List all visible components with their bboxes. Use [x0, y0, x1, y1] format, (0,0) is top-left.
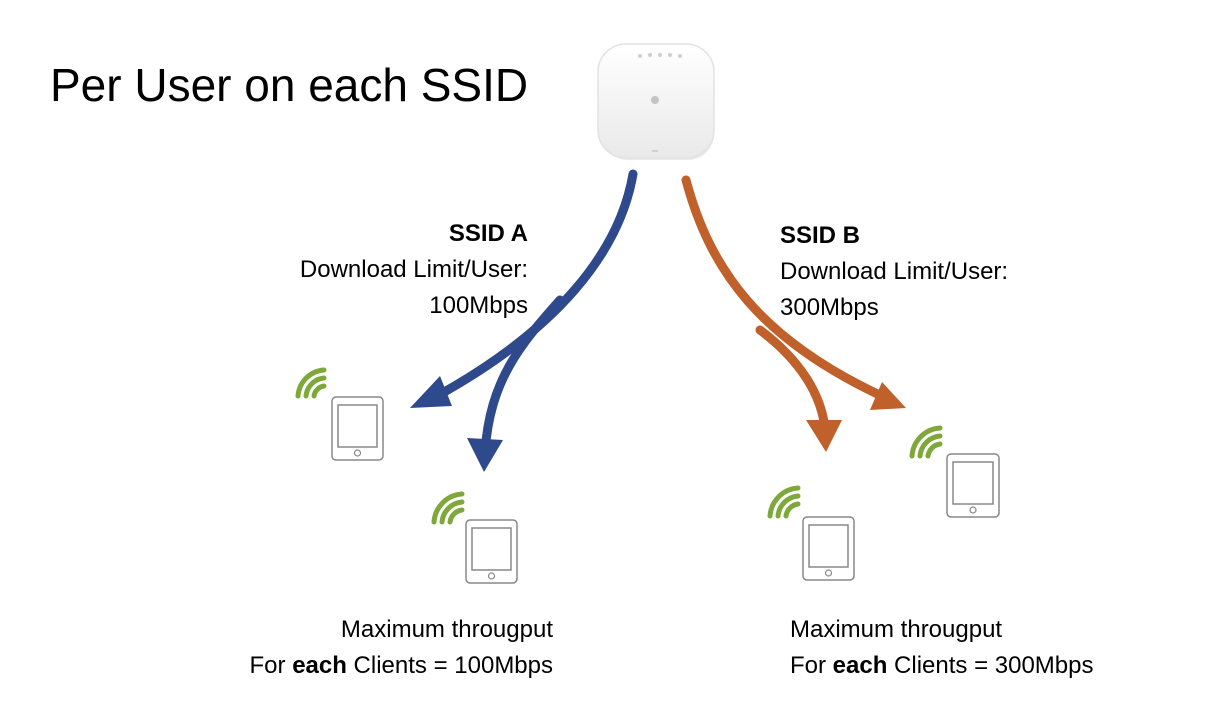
- ssid-a-caption-bold: each: [292, 652, 347, 679]
- ssid-a-arrow-down: [480, 295, 565, 457]
- wifi-signal-icon: [767, 485, 801, 519]
- ssid-b-arrows: [681, 175, 891, 435]
- ssid-a-caption-line2: For each Clients = 100Mbps: [250, 648, 553, 684]
- ssid-a-limit-label: Download Limit/User:: [299, 256, 528, 283]
- ssid-b-caption-bold: each: [832, 652, 888, 679]
- wifi-signal-icon: [909, 425, 943, 459]
- ssid-b-caption-prefix: For: [790, 652, 833, 679]
- ssid-a-arrowhead-left: [410, 376, 452, 408]
- ssid-b-limit-label: Download Limit/User:: [780, 258, 1009, 285]
- wifi-signal-icon: [431, 491, 465, 525]
- ssid-a-caption: Maximum througput For each Clients = 100…: [250, 612, 553, 684]
- ssid-b-caption-line1: Maximum througput: [790, 616, 1003, 643]
- ssid-a-limit-value: 100Mbps: [429, 292, 528, 319]
- ssid-b-caption-suffix: Clients = 300Mbps: [887, 652, 1094, 679]
- ssid-a-caption-suffix: Clients = 100Mbps: [346, 652, 553, 679]
- tablet-icon: [431, 491, 518, 584]
- ssid-a-arrowhead-down: [467, 438, 503, 472]
- page-title: Per User on each SSID: [50, 59, 529, 111]
- tablet-icon: [909, 425, 1000, 518]
- ssid-b-arrow-right: [681, 175, 891, 403]
- ssid-a-caption-line1: Maximum througput: [340, 616, 553, 643]
- ssid-b-label: SSID B Download Limit/User: 300Mbps: [780, 218, 1008, 326]
- ssid-b-caption-line2: For each Clients = 300Mbps: [790, 648, 1093, 684]
- ssid-a-name: SSID A: [448, 220, 528, 247]
- ssid-a-caption-prefix: For: [249, 652, 293, 679]
- access-point-icon: [597, 43, 715, 160]
- wifi-signal-icon: [295, 367, 327, 399]
- tablet-icon: [767, 485, 855, 581]
- tablet-icon: [295, 367, 384, 461]
- ssid-b-caption: Maximum througput For each Clients = 300…: [790, 612, 1093, 684]
- ssid-b-arrowhead-down: [806, 420, 842, 452]
- ssid-a-arrows: [423, 169, 638, 457]
- ssid-b-arrowhead-right: [870, 382, 906, 410]
- ssid-b-limit-value: 300Mbps: [780, 294, 879, 321]
- ssid-b-name: SSID B: [780, 222, 861, 249]
- ssid-a-arrow-left: [423, 169, 638, 406]
- ssid-a-label: SSID A Download Limit/User: 100Mbps: [300, 216, 528, 324]
- ssid-b-arrow-down: [755, 325, 830, 435]
